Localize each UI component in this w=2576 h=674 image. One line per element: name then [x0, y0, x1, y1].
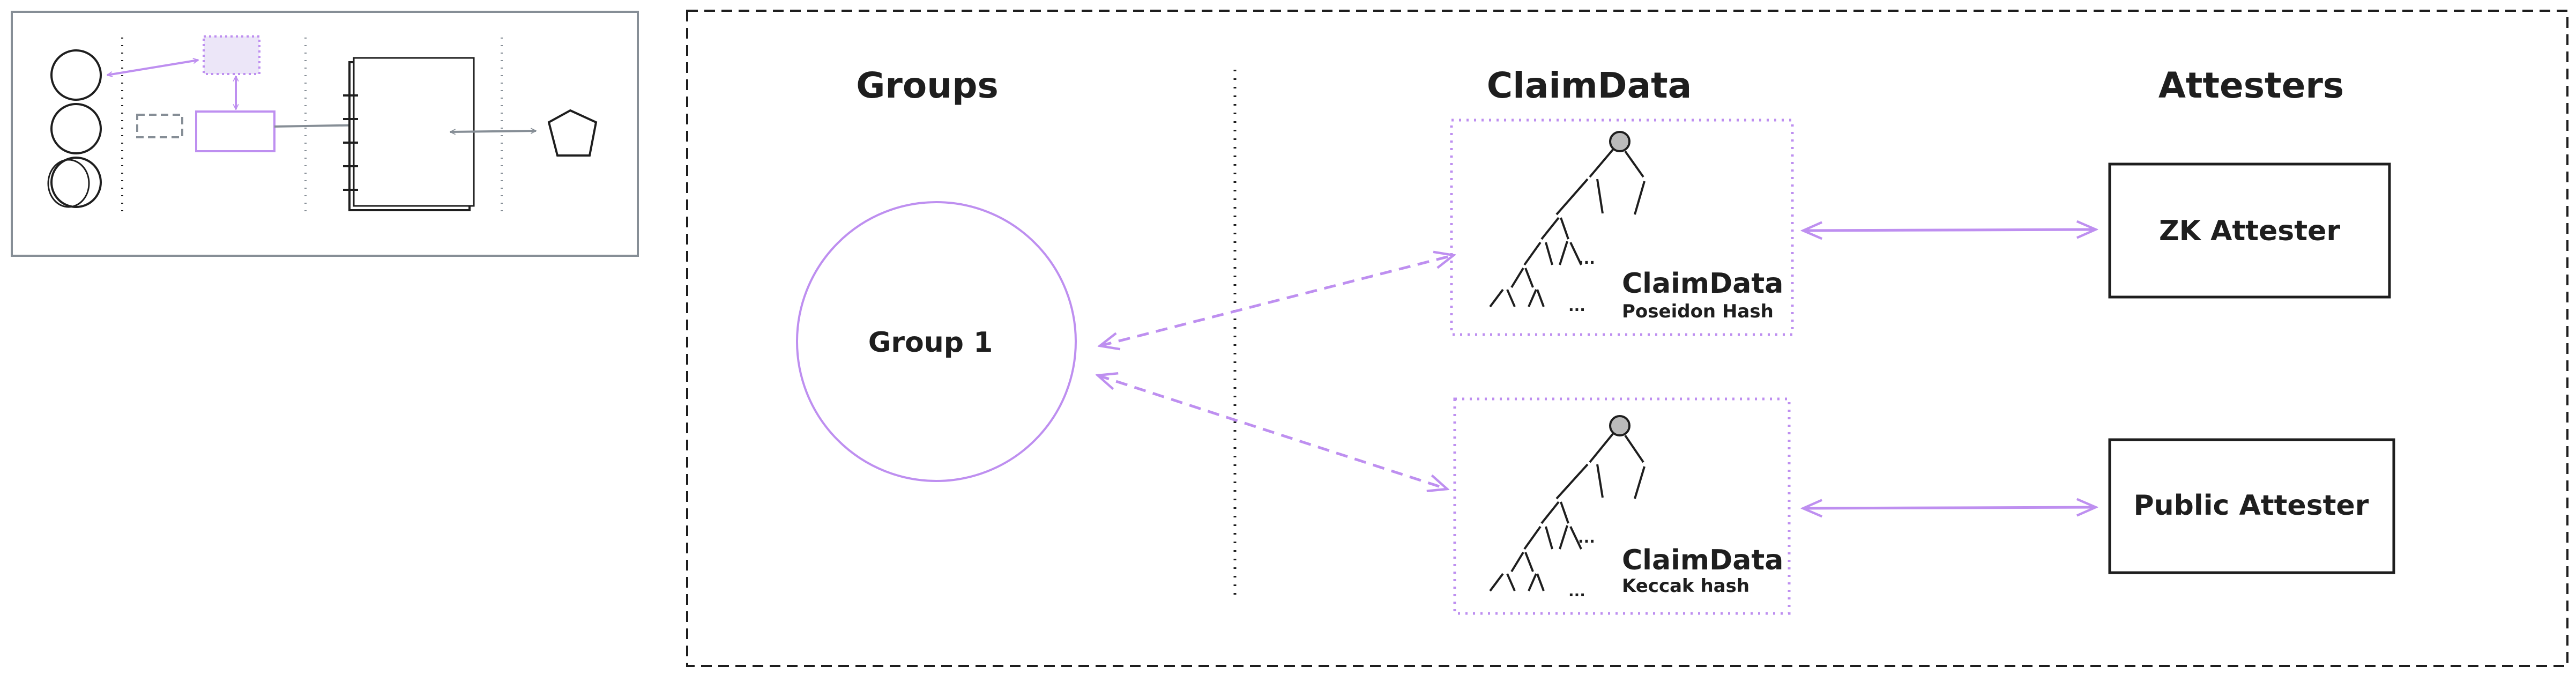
heading-claimdata: ClaimData — [1487, 65, 1692, 106]
claim-tree-ellipsis-2: ... — [1568, 297, 1585, 315]
merkle-tree-icon — [1489, 415, 1646, 592]
claim-title: ClaimData — [1622, 544, 1783, 576]
merkle-tree-icon — [1489, 131, 1646, 308]
heading-groups: Groups — [856, 65, 999, 106]
arrow-group-claim-1 — [1100, 255, 1454, 346]
thumbnail-arrow-circle-box — [107, 60, 198, 75]
arrow-claim-zk-attester — [1803, 229, 2096, 231]
attester-box-zk — [2108, 162, 2391, 299]
heading-attesters: Attesters — [2158, 65, 2344, 106]
thumbnail-circle-bottom — [50, 157, 102, 208]
thumbnail-arrow-book-pentagon — [450, 131, 536, 132]
thumbnail-circle-top — [50, 49, 102, 101]
group-label: Group 1 — [868, 327, 993, 359]
claim-tree-ellipsis-2: ... — [1568, 582, 1585, 600]
attester-box-public — [2108, 438, 2395, 574]
thumbnail-notebook-icon — [343, 57, 475, 211]
claim-card-keccak: ... ... ClaimData Keccak hash — [1453, 397, 1791, 615]
attester-label-zk: ZK Attester — [2159, 215, 2340, 247]
claim-tree-ellipsis-1: ... — [1578, 529, 1595, 546]
thumbnail-circle-overlap — [47, 159, 90, 208]
claim-title: ClaimData — [1622, 268, 1783, 300]
claim-subtitle: Keccak hash — [1622, 575, 1749, 597]
claim-card-poseidon: ... ... ClaimData Poseidon Hash — [1450, 118, 1794, 336]
arrow-group-claim-2 — [1098, 375, 1447, 489]
thumbnail-circle-middle — [50, 103, 102, 154]
thumbnail-main-box — [195, 110, 276, 152]
thumbnail-top-box — [203, 35, 260, 75]
thumbnail-frame — [11, 11, 639, 257]
thumbnail-dashed-box — [136, 114, 183, 138]
main-frame — [686, 10, 2568, 667]
attester-label-public: Public Attester — [2134, 490, 2369, 522]
arrow-claim-public-attester — [1803, 507, 2096, 508]
claim-tree-ellipsis-1: ... — [1578, 250, 1595, 268]
thumbnail — [11, 11, 639, 257]
claim-subtitle: Poseidon Hash — [1622, 301, 1774, 322]
group-circle — [796, 201, 1077, 482]
claim-box-keccak — [1453, 397, 1791, 615]
thumbnail-pentagon-icon — [547, 109, 598, 157]
